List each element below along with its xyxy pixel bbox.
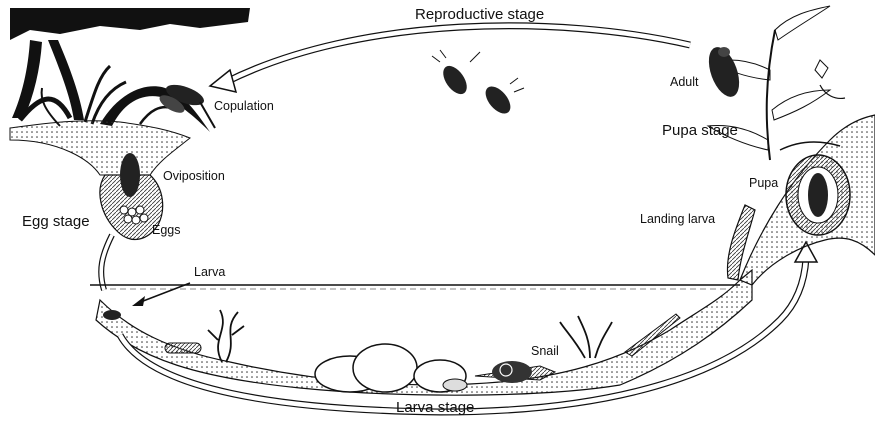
larva-stage-label: Larva stage [396, 400, 474, 415]
larva-pointer-arrow [132, 283, 190, 306]
rock-icon [315, 344, 467, 392]
reproductive-stage-label: Reproductive stage [415, 7, 544, 22]
snail-label: Snail [531, 345, 559, 358]
adult-label: Adult [670, 76, 699, 89]
ovipositing-firefly-icon [120, 153, 140, 197]
adult-firefly-icon [703, 43, 745, 101]
pupa-stage-label: Pupa stage [662, 123, 738, 138]
pupa-icon [786, 155, 850, 235]
firefly-icon [432, 50, 524, 118]
egg-to-larva-arrow [101, 235, 112, 290]
pupa-label: Pupa [749, 177, 778, 190]
copulation-label: Copulation [214, 100, 274, 113]
landing-larva-label: Landing larva [640, 213, 715, 226]
oviposition-label: Oviposition [163, 170, 225, 183]
larva-label: Larva [194, 266, 225, 279]
vegetation-top-left [10, 8, 250, 175]
snail-icon [492, 361, 532, 383]
egg-stage-label: Egg stage [22, 214, 90, 229]
eggs-label: Eggs [152, 224, 181, 237]
water-surface [90, 285, 740, 289]
